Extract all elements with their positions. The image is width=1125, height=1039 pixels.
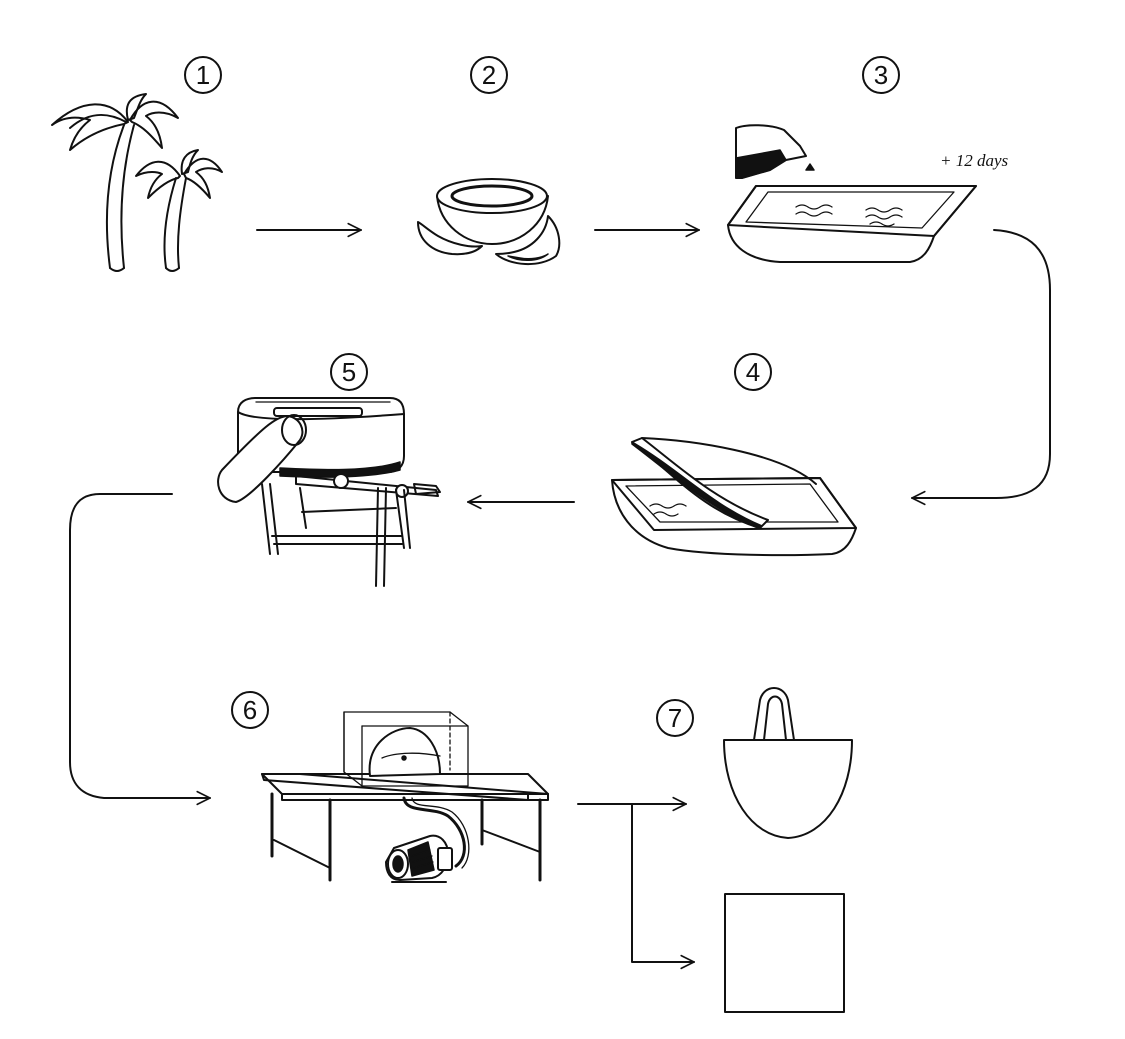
soaking-tray-icon: [727, 124, 977, 263]
step-number-6: 6: [243, 695, 257, 725]
decorticator-machine-icon: [217, 397, 441, 587]
step-badge-7: 7: [656, 699, 694, 737]
square-sheet-icon: [724, 893, 845, 1013]
step-badge-1: 1: [184, 56, 222, 94]
coconut-husk-icon: [417, 178, 561, 266]
step-badge-6: 6: [231, 691, 269, 729]
step-badge-3: 3: [862, 56, 900, 94]
fiber-tray-icon: [611, 437, 857, 557]
step-badge-5: 5: [330, 353, 368, 391]
step-number-5: 5: [342, 357, 356, 387]
arrow-5-to-6: [69, 493, 211, 806]
step-number-3: 3: [874, 60, 888, 90]
duration-label: + 12 days: [940, 151, 1009, 170]
step-number-1: 1: [196, 60, 210, 90]
step-number-7: 7: [668, 703, 682, 733]
vacuum-pump-icon: [385, 834, 453, 883]
palm-trees-icon: [51, 93, 223, 272]
arrow-3-to-4: [911, 229, 1051, 506]
vacuum-table-icon: [261, 711, 549, 883]
step-badge-4: 4: [734, 353, 772, 391]
step-number-2: 2: [482, 60, 496, 90]
step-number-4: 4: [746, 357, 760, 387]
arrow-6-to-sheet: [631, 803, 695, 970]
pouring-jug-icon: [735, 124, 815, 179]
tote-bag-icon: [723, 687, 853, 839]
step-badge-2: 2: [470, 56, 508, 94]
